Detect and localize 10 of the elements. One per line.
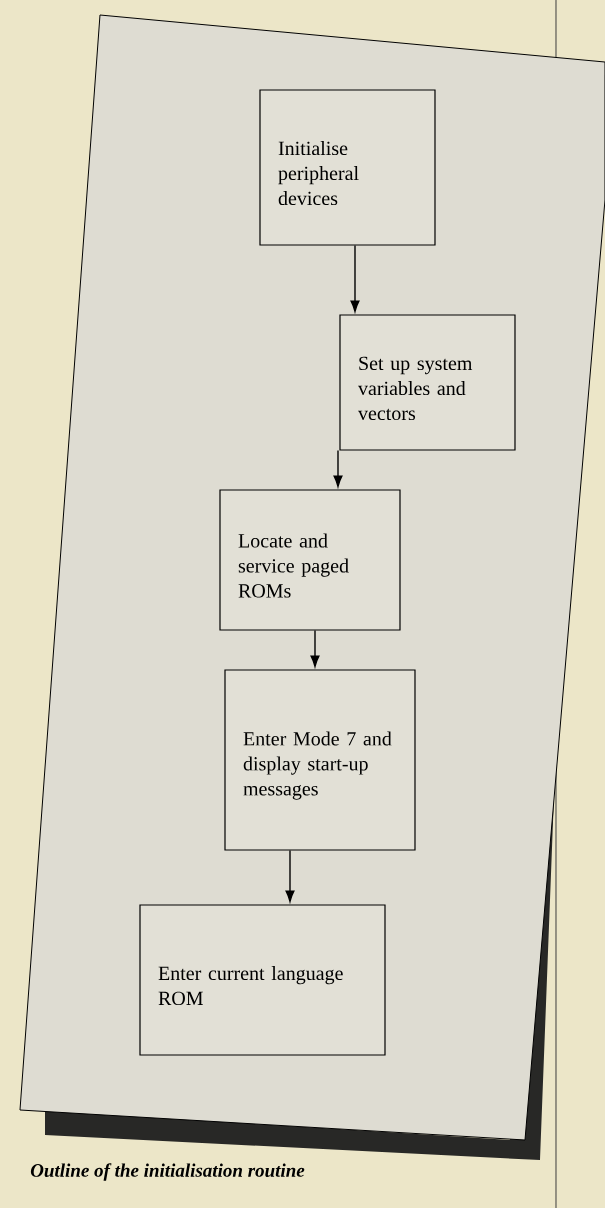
process-box: Initialise peripheral devices — [259, 89, 436, 246]
process-box: Enter current language ROM — [139, 904, 386, 1056]
arrow — [285, 849, 295, 903]
arrow — [333, 449, 343, 488]
process-box: Enter Mode 7 and display start-up messages — [224, 669, 416, 851]
caption: Outline of the initialisation routine — [30, 1163, 305, 1181]
process-box: Set up system variables and vectors — [339, 314, 516, 451]
arrow — [310, 629, 320, 668]
process-box: Locate and service paged ROMs — [219, 489, 401, 631]
arrow — [350, 244, 360, 313]
